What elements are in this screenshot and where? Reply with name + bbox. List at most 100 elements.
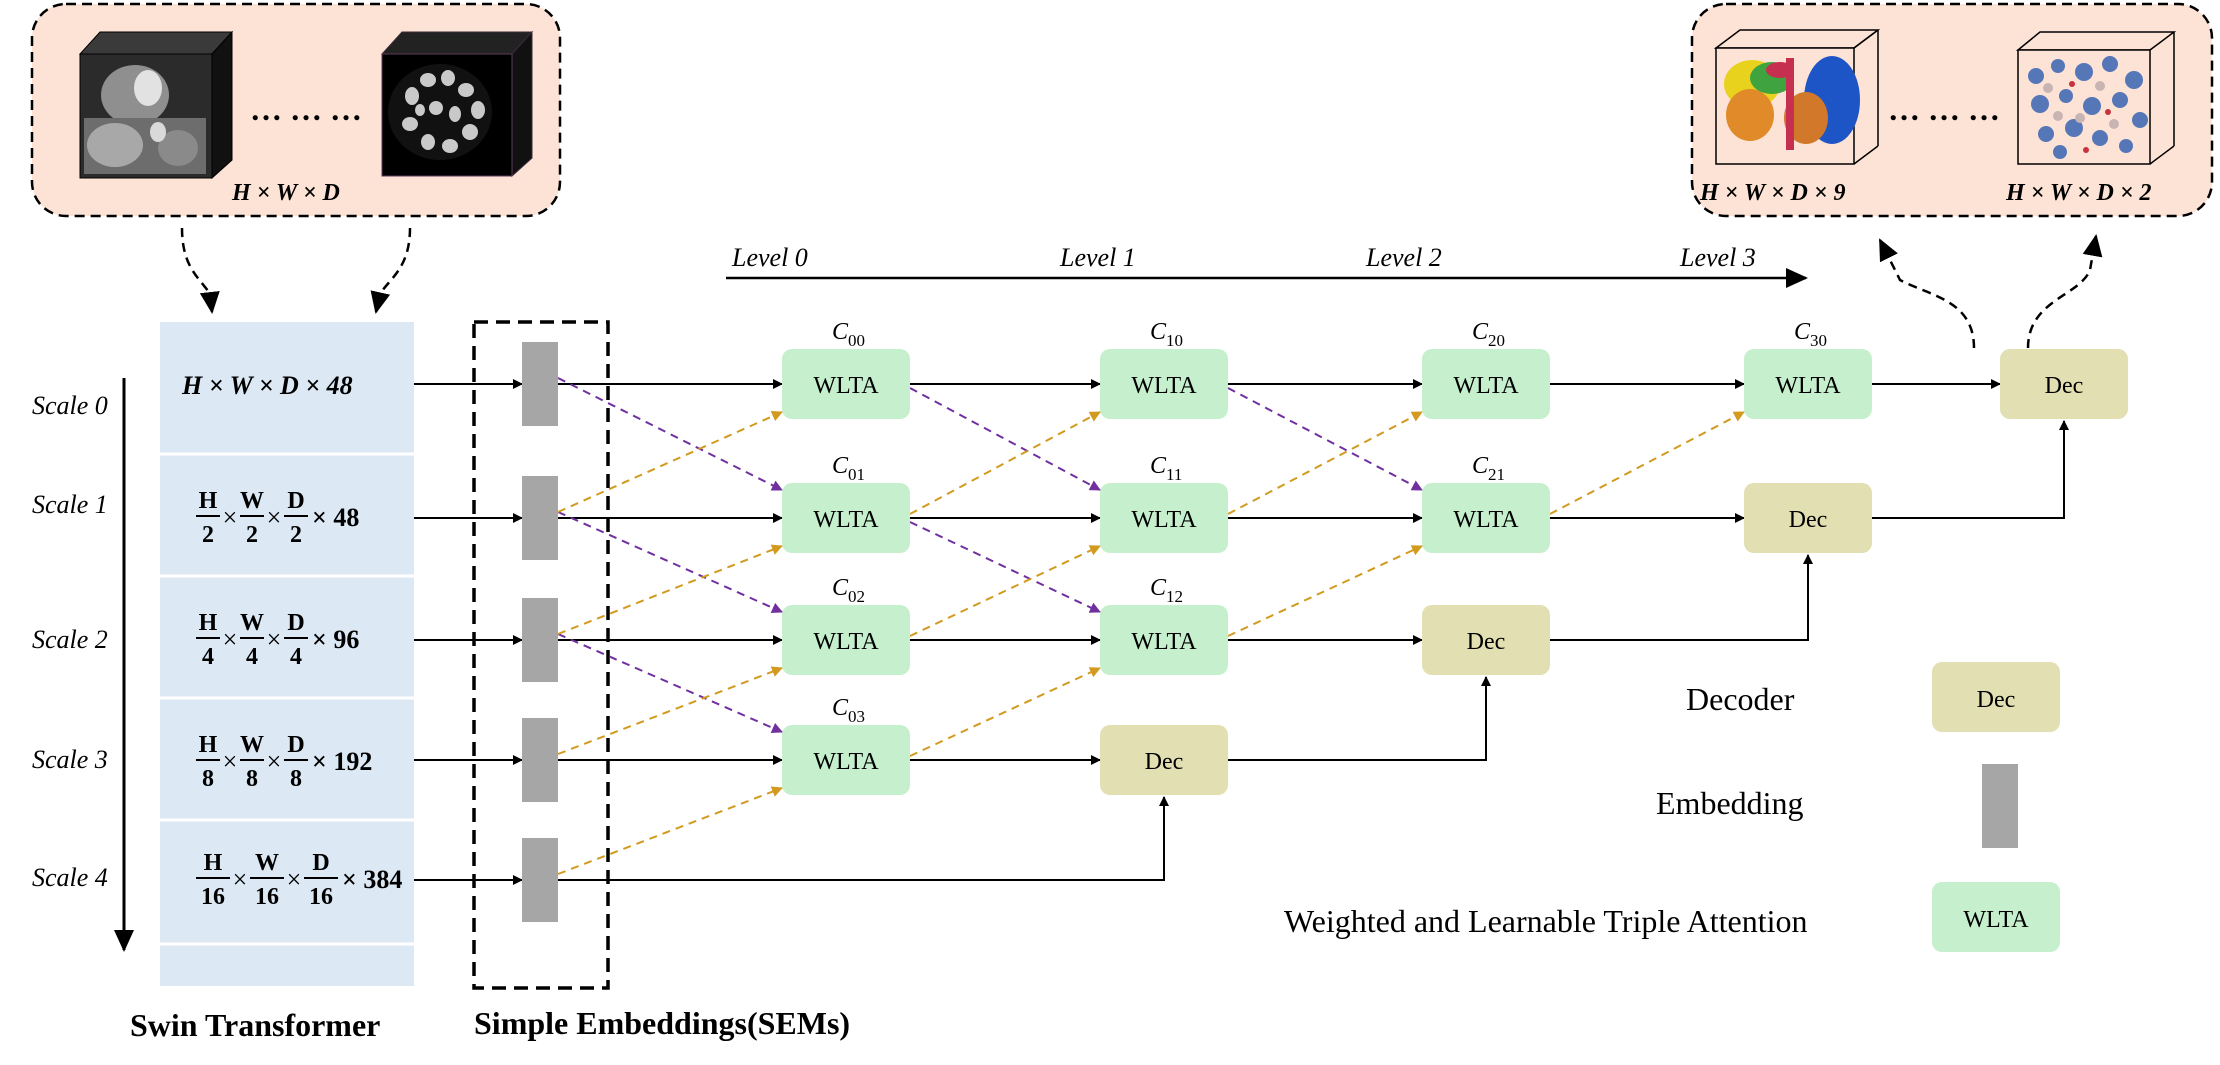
swin-frac-denominator: 16 — [309, 884, 333, 910]
embedding-to-decoder-arrow — [558, 796, 1169, 881]
node-id-label: C10 — [1150, 319, 1183, 350]
swin-frac-numerator: W — [240, 610, 264, 636]
node-id-label: C01 — [832, 453, 865, 484]
wlta-label: WLTA — [1453, 373, 1519, 399]
nodes: WLTAC00WLTAC01WLTAC02WLTAC03WLTAC10WLTAC… — [522, 319, 2128, 922]
node-id-letter: C — [1150, 319, 1167, 345]
times-sign: × — [287, 865, 302, 894]
scale-2-label: Scale 2 — [32, 625, 108, 654]
node-id-letter: C — [1150, 575, 1167, 601]
downsample-skip-arrow — [909, 521, 1101, 613]
legend-embedding-box — [1982, 764, 2018, 848]
upsample-skip-arrow — [909, 411, 1101, 515]
upsample-skip-arrow — [1549, 411, 1745, 515]
swin-frac-denominator: 16 — [201, 884, 225, 910]
swin-transformer-column: H × W × D × 48 — [160, 322, 414, 986]
cell-segmentation-image — [2015, 31, 2177, 165]
scale-3-label: Scale 3 — [32, 745, 108, 774]
decoder-node-dec22: Dec — [1422, 605, 1550, 675]
downsample-skip-arrow — [909, 387, 1101, 491]
times-sign: × — [267, 625, 282, 654]
node-id-subscript: 03 — [848, 707, 865, 726]
upsample-skip-arrow — [1227, 545, 1423, 637]
upsample-skip-arrow — [557, 786, 783, 875]
input-panel: … … … H × W × D — [30, 2, 562, 218]
decoder-node-dec13: Dec — [1100, 725, 1228, 795]
times-sign: × — [267, 503, 282, 532]
sems-column — [472, 320, 610, 990]
swin-row-channels: × 384 — [342, 865, 402, 894]
swin-row-channels: × 96 — [312, 625, 359, 654]
node-id-label: C30 — [1794, 319, 1827, 350]
ct-volume-image — [78, 30, 234, 180]
node-id-label: C20 — [1472, 319, 1505, 350]
dec-label: Dec — [2045, 373, 2084, 399]
node-id-label: C02 — [832, 575, 865, 606]
level-3-label: Level 3 — [1679, 243, 1756, 272]
node-id-subscript: 30 — [1810, 331, 1827, 350]
wlta-label: WLTA — [1453, 507, 1519, 533]
node-id-subscript: 21 — [1488, 465, 1505, 484]
scale-1-label: Scale 1 — [32, 490, 108, 519]
swin-frac-denominator: 4 — [202, 644, 214, 670]
swin-frac-numerator: H — [199, 488, 218, 514]
upsample-skip-arrow — [1227, 411, 1423, 515]
node-id-subscript: 00 — [848, 331, 865, 350]
swin-frac-denominator: 4 — [290, 644, 302, 670]
node-id-label: C03 — [832, 695, 865, 726]
swin-frac-numerator: W — [255, 850, 279, 876]
swin-frac-denominator: 8 — [290, 766, 302, 792]
input-dims: H × W × D — [231, 180, 340, 206]
embedding-box-scale-0 — [522, 342, 558, 426]
swin-row-3: H8×W8×D8× 192 — [196, 732, 372, 792]
downsample-skip-arrow — [557, 633, 783, 734]
swin-frac-numerator: W — [240, 732, 264, 758]
swin-frac-denominator: 2 — [246, 522, 258, 548]
node-id-label: C12 — [1150, 575, 1183, 606]
scale-0-label: Scale 0 — [32, 391, 108, 420]
embedding-box-scale-4 — [522, 838, 558, 922]
dec-label: Dec — [1789, 507, 1828, 533]
level-2-label: Level 2 — [1365, 243, 1442, 272]
times-sign: × — [223, 747, 238, 776]
swin-frac-denominator: 2 — [202, 522, 214, 548]
downsample-skip-arrow — [557, 511, 783, 613]
output-arrow-left — [1878, 238, 1976, 349]
decoder-upsample-arrow — [1228, 676, 1491, 761]
level-1-label: Level 1 — [1059, 243, 1136, 272]
level-0-label: Level 0 — [731, 243, 808, 272]
node-id-subscript: 10 — [1166, 331, 1183, 350]
swin-row-2: H4×W4×D4× 96 — [196, 610, 359, 670]
times-sign: × — [223, 503, 238, 532]
legend-wlta-box — [1932, 882, 2060, 952]
output-dims-right: H × W × D × 2 — [2005, 180, 2152, 206]
embedding-box-scale-1 — [522, 476, 558, 560]
legend-decoder-label: Decoder — [1686, 681, 1795, 717]
legend-dec-box — [1932, 662, 2060, 732]
node-id-letter: C — [1472, 319, 1489, 345]
output-panel: … … … H × W × D × 9 H × W × D × 2 — [1690, 2, 2214, 218]
node-id-letter: C — [1150, 453, 1167, 479]
output-dims-left: H × W × D × 9 — [1699, 180, 1846, 206]
downsample-skip-arrow — [557, 377, 783, 491]
upsample-skip-arrow — [557, 666, 783, 755]
nuclei-volume-image — [380, 30, 534, 178]
swin-frac-numerator: W — [240, 488, 264, 514]
legend: Decoder Dec Embedding Weighted and Learn… — [1284, 662, 2060, 952]
input-ellipsis: … … … — [250, 91, 362, 127]
upsample-skip-arrow — [909, 545, 1101, 637]
swin-row-4: H16×W16×D16× 384 — [196, 850, 402, 910]
embedding-box-scale-3 — [522, 718, 558, 802]
downsample-skip-arrow — [1227, 387, 1423, 491]
scale-4-label: Scale 4 — [32, 863, 108, 892]
output-arrow-right — [2026, 234, 2103, 349]
wlta-label: WLTA — [813, 373, 879, 399]
embedding-box-scale-2 — [522, 598, 558, 682]
